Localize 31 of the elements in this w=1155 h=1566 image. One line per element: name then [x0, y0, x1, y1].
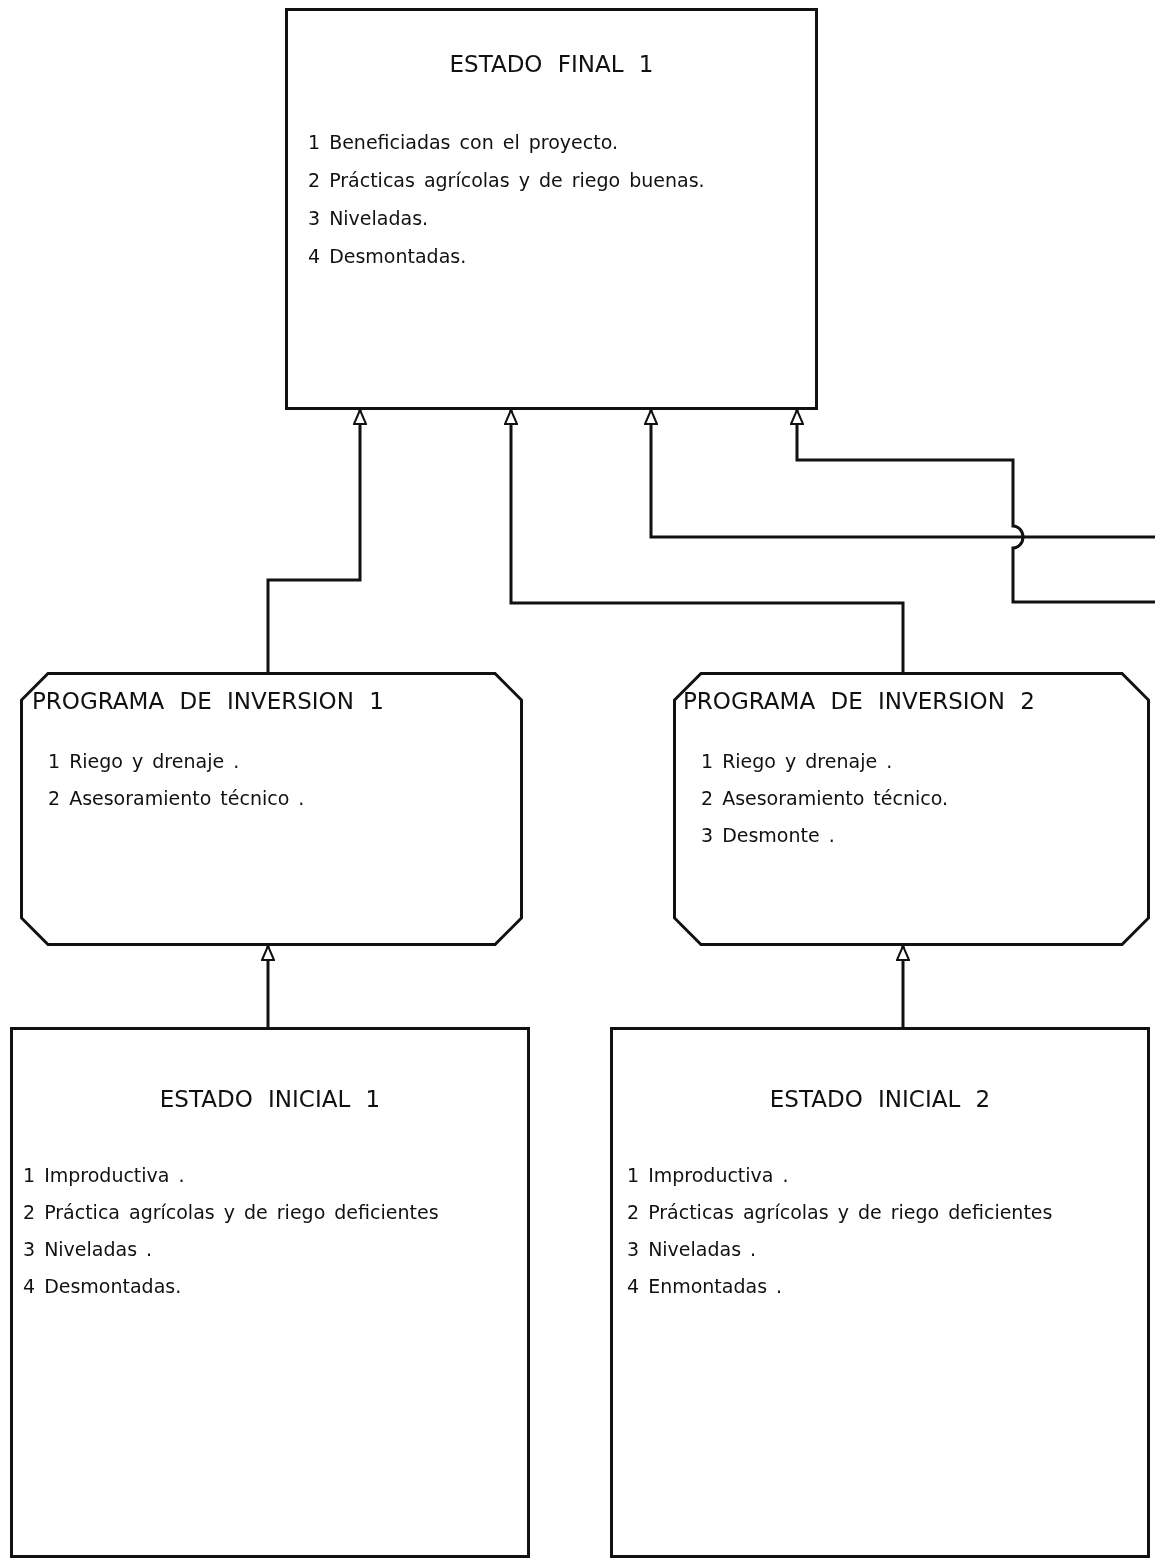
list-item: 1 Improductiva .	[627, 1164, 789, 1186]
state-box	[610, 1027, 1150, 1558]
list-item: 3 Niveladas .	[23, 1238, 153, 1260]
box-title: ESTADO INICIAL 1	[158, 1086, 382, 1112]
list-item: 2 Asesoramiento técnico.	[701, 787, 948, 809]
list-item: 2 Práctica agrícolas y de riego deficientes	[23, 1201, 439, 1223]
box-title: ESTADO INICIAL 2	[768, 1086, 992, 1112]
list-item: 2 Prácticas agrícolas y de riego buenas.	[308, 169, 705, 191]
list-item: 3 Niveladas.	[308, 207, 429, 229]
list-item: 2 Asesoramiento técnico .	[48, 787, 305, 809]
list-item: 2 Prácticas agrícolas y de riego deficientes	[627, 1201, 1053, 1223]
list-item: 3 Niveladas .	[627, 1238, 757, 1260]
arrow	[644, 409, 1155, 539]
list-item: 4 Desmontadas.	[23, 1275, 182, 1297]
list-item: 4 Enmontadas .	[627, 1275, 783, 1297]
list-item: 3 Desmonte .	[701, 824, 835, 846]
list-item: 4 Desmontadas.	[308, 245, 467, 267]
list-item: 1 Improductiva .	[23, 1164, 185, 1186]
arrow	[261, 945, 275, 1027]
arrow	[790, 409, 1155, 604]
list-item: 1 Riego y drenaje .	[48, 750, 240, 772]
arrow	[504, 409, 905, 672]
box-title: ESTADO FINAL 1	[448, 51, 655, 77]
list-item: 1 Beneficiadas con el proyecto.	[308, 131, 618, 153]
list-item: 1 Riego y drenaje .	[701, 750, 893, 772]
box-title: PROGRAMA DE INVERSION 1	[32, 688, 384, 714]
state-box	[10, 1027, 530, 1558]
arrow	[266, 409, 367, 672]
arrow	[896, 945, 910, 1027]
state-box	[285, 8, 818, 410]
box-title: PROGRAMA DE INVERSION 2	[683, 688, 1035, 714]
